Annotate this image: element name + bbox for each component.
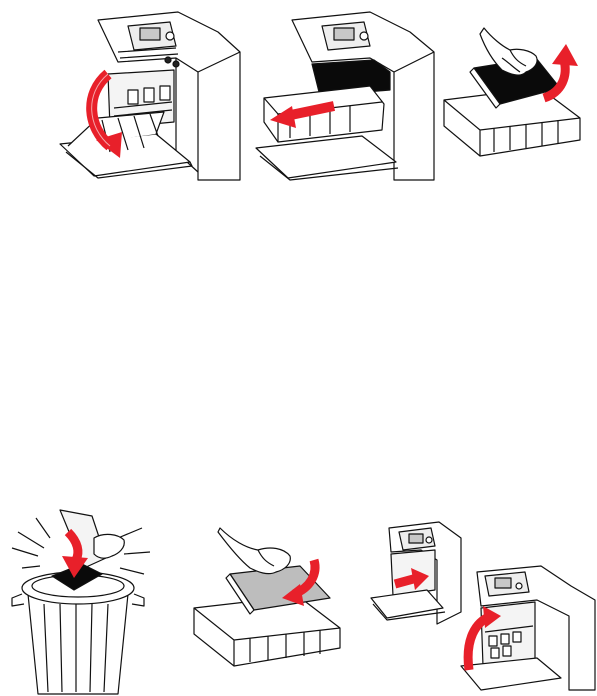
step-discard-used-ribbon: [8, 508, 160, 694]
step-reinsert-tray-and-close-door: [365, 520, 597, 692]
remove-ribbon-illustration: [440, 28, 585, 160]
step-open-front-door: [58, 12, 240, 182]
cartridge-tray-pull-illustration: [250, 12, 435, 182]
discard-ribbon-illustration: [8, 508, 160, 694]
reinsert-close-illustration: [365, 520, 597, 692]
step-pull-out-cartridge-tray: [250, 12, 435, 182]
insert-ribbon-illustration: [190, 528, 350, 670]
step-lift-out-used-ribbon: [440, 28, 585, 160]
printer-door-open-illustration: [58, 12, 240, 182]
step-insert-new-ribbon: [190, 528, 350, 670]
